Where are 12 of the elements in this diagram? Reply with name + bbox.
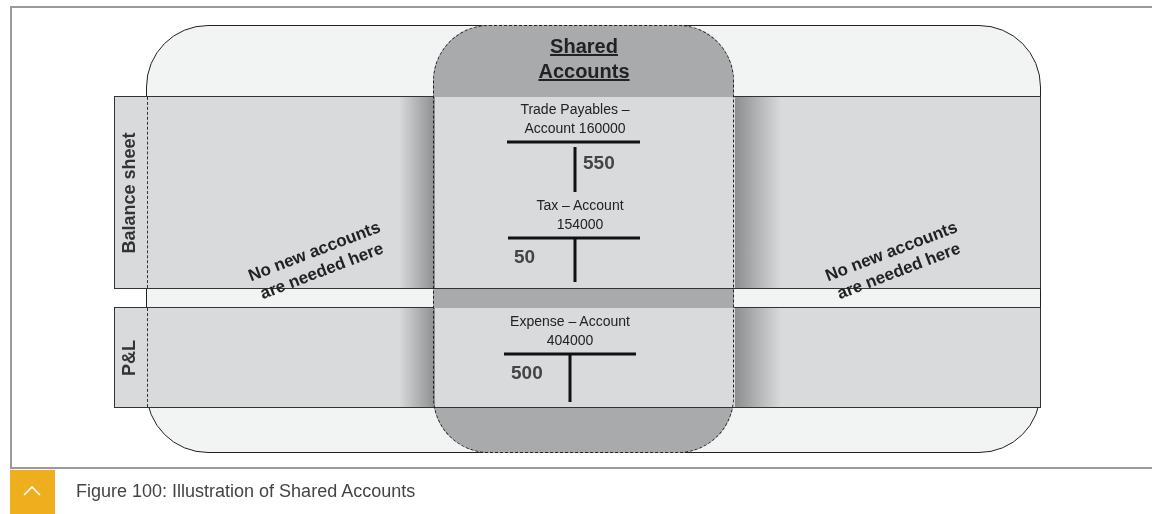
amount-value: 50 (514, 246, 536, 268)
account-title: Trade Payables – Account 160000 (519, 100, 631, 138)
account-title: Expense – Account 404000 (509, 312, 631, 350)
amount-value: 500 (511, 362, 543, 384)
shared-column (433, 25, 734, 453)
amount-value: 550 (583, 152, 615, 174)
column-title: Shared Accounts (537, 34, 631, 84)
band (114, 307, 1041, 408)
band-label: Balance sheet (119, 131, 140, 254)
figure-caption: Figure 100: Illustration of Shared Accounts (76, 481, 416, 502)
account-title: Tax – Account 154000 (535, 196, 625, 234)
band-label: P&L (119, 339, 140, 376)
